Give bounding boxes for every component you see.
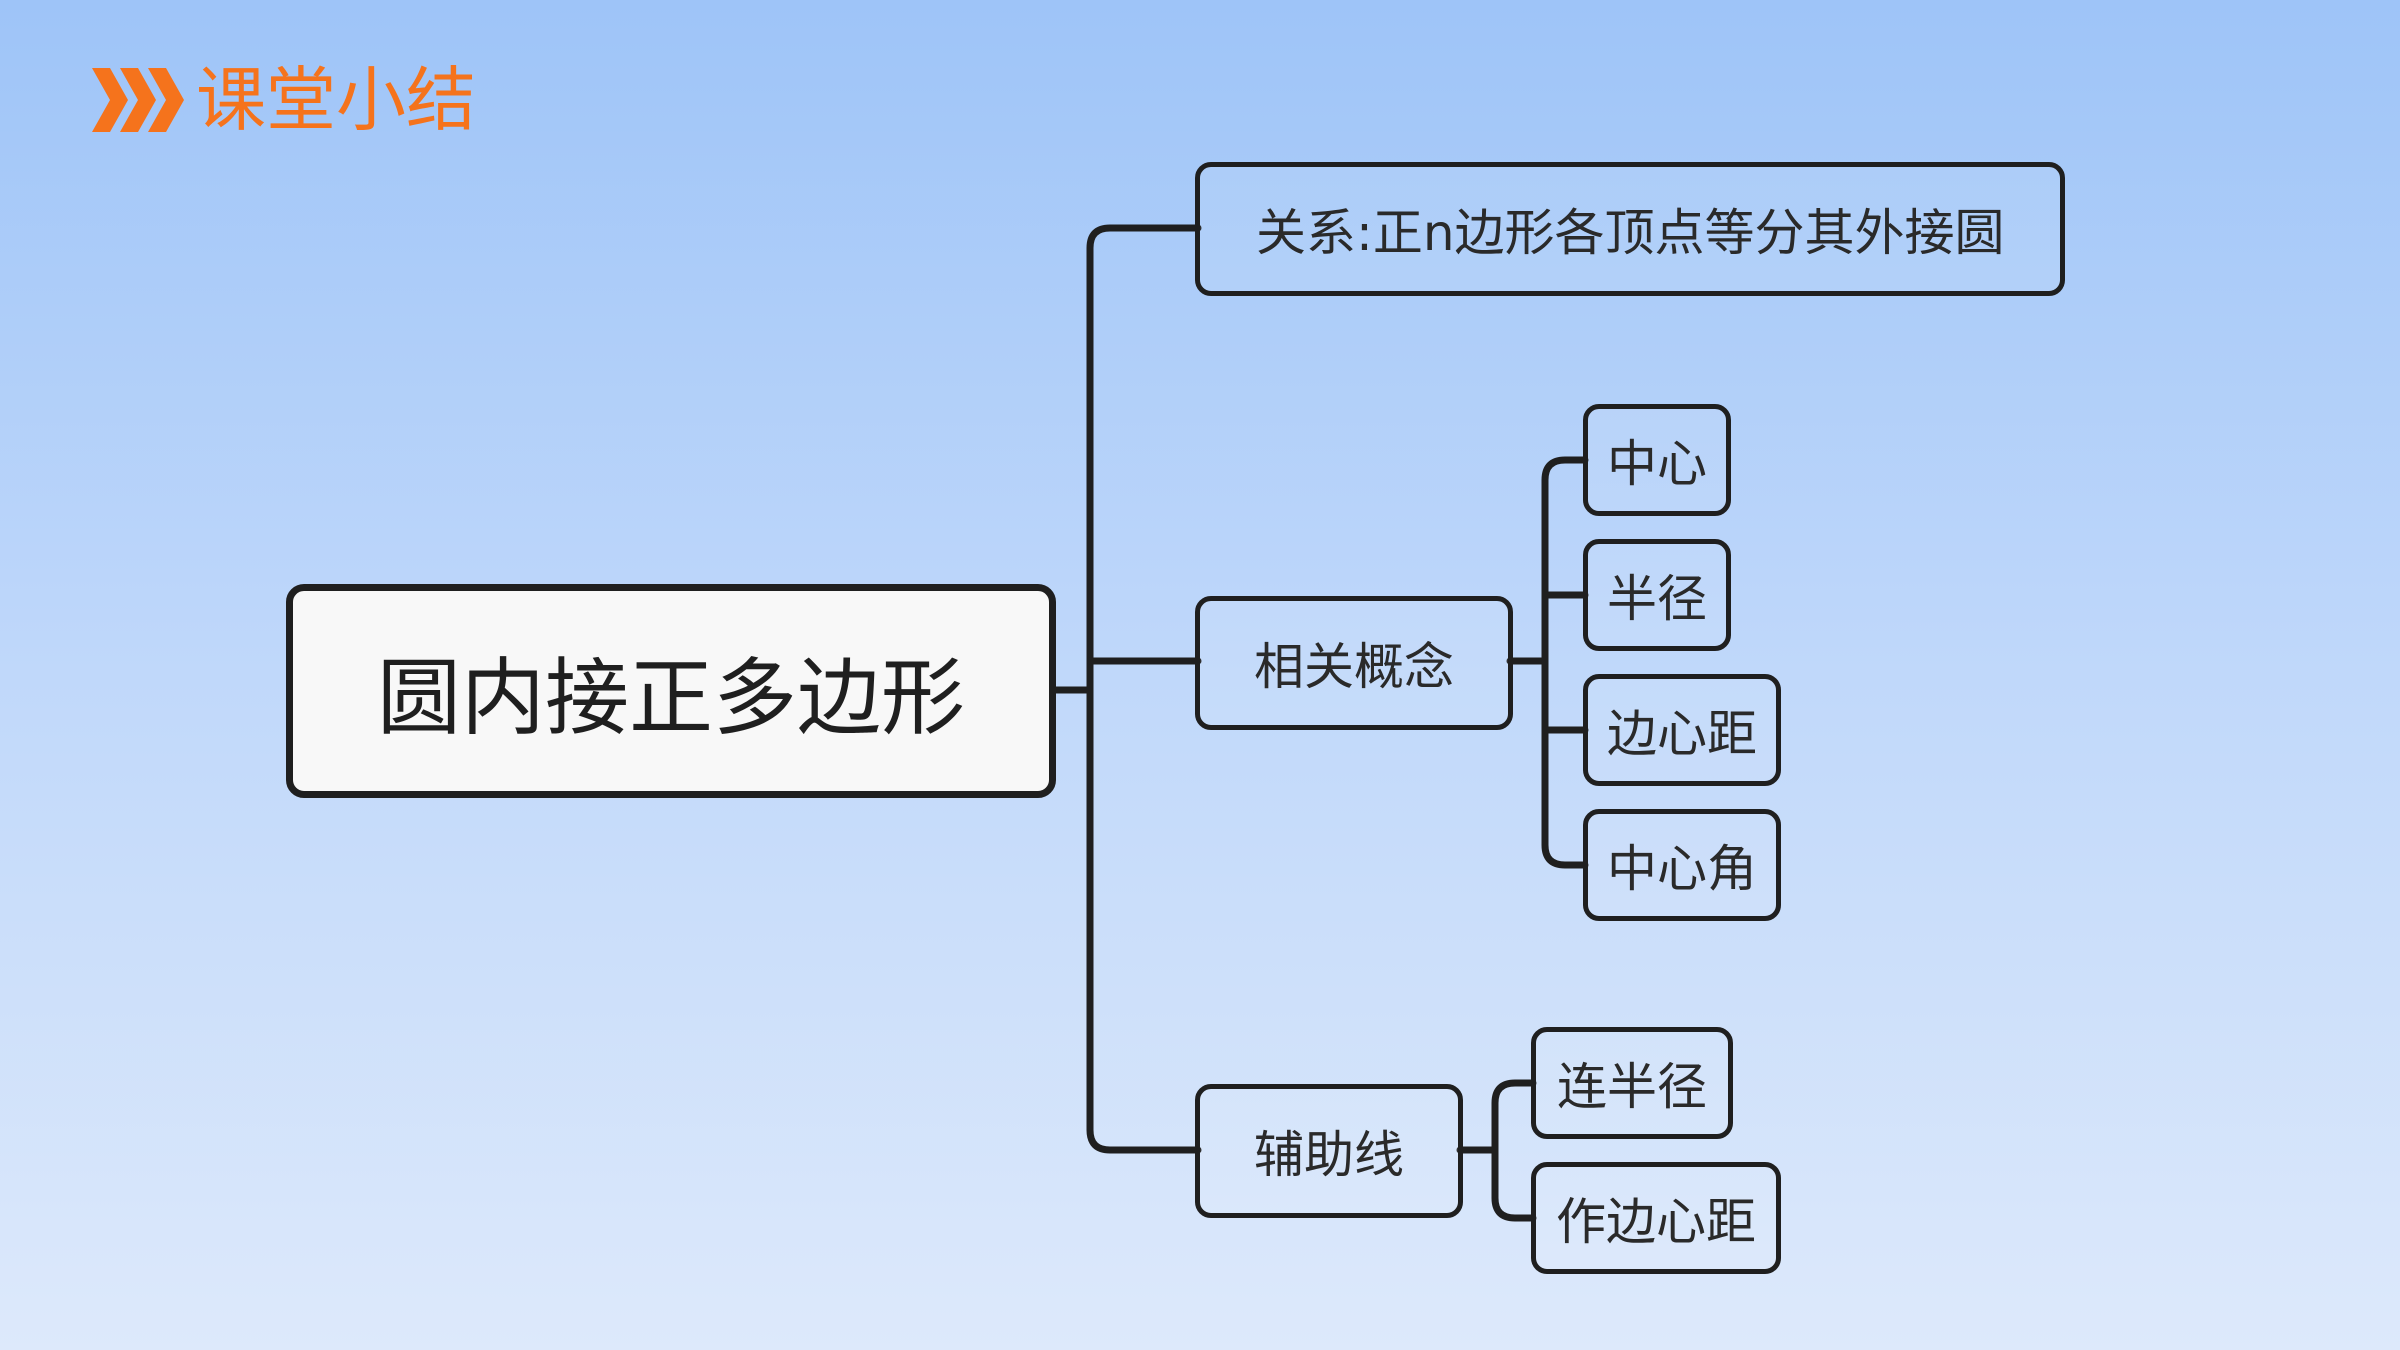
concept-radius-node: 半径 [1583,539,1731,651]
concept-center-node: 中心 [1583,404,1731,516]
mindmap-root-node: 圆内接正多边形 [286,584,1056,798]
connector-trunk-vertical [1086,224,1202,1154]
triple-chevron-right-icon [92,68,184,132]
auxiliary-node: 辅助线 [1195,1084,1463,1218]
concepts-node: 相关概念 [1195,596,1513,730]
relation-node: 关系:正n边形各顶点等分其外接圆 [1195,162,2065,296]
auxiliary-draw-apothem-node: 作边心距 [1531,1162,1781,1274]
auxiliary-connect-radius-node: 连半径 [1531,1027,1733,1139]
concept-central-angle-node: 中心角 [1583,809,1781,921]
slide-title: 课堂小结 [196,59,476,141]
slide-header: 课堂小结 [92,52,476,148]
connector-concepts-vertical [1541,456,1589,869]
connector-auxiliary-vertical [1491,1079,1537,1222]
concept-apothem-node: 边心距 [1583,674,1781,786]
